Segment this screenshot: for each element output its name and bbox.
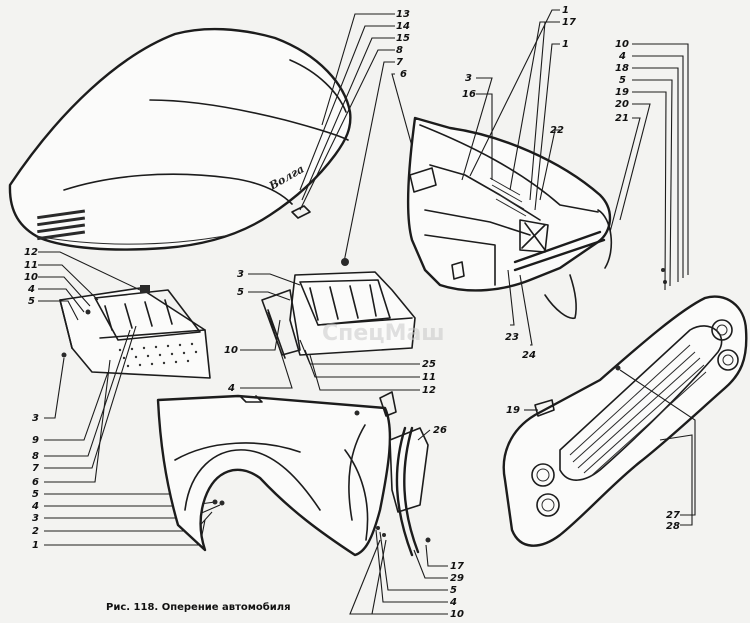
callout-10: 10 (24, 272, 38, 283)
callout-21: 21 (615, 113, 629, 124)
callout-7b: 7 (32, 463, 39, 474)
callout-18: 18 (615, 63, 629, 74)
callout-8: 8 (396, 45, 403, 56)
callout-17e: 17 (562, 17, 576, 28)
fender-brace (348, 424, 431, 557)
dimple-grid (118, 342, 198, 368)
center-panel-callouts: 3 5 10 4 25 11 12 (224, 269, 436, 396)
fender-callouts: 26 17 29 5 4 10 (349, 425, 464, 620)
callout-3e: 3 (465, 73, 472, 84)
callout-16: 16 (462, 89, 476, 100)
callout-19: 19 (615, 87, 629, 98)
callout-5: 5 (28, 296, 35, 307)
callout-13: 13 (396, 9, 410, 20)
callout-12c: 12 (422, 385, 436, 396)
headlamp-left (531, 463, 560, 517)
callout-3b: 3 (32, 513, 39, 524)
front-fender (156, 391, 397, 557)
grille-slots (569, 344, 707, 478)
callout-14: 14 (396, 21, 410, 32)
callout-4r: 4 (618, 51, 626, 62)
callout-25: 25 (422, 359, 436, 370)
callout-23: 23 (505, 332, 519, 343)
callout-6: 6 (400, 69, 407, 80)
callout-1e: 1 (562, 5, 569, 16)
callout-5b: 5 (32, 489, 39, 500)
callout-4b: 4 (31, 501, 39, 512)
callout-27: 27 (666, 510, 680, 521)
callout-22: 22 (550, 125, 564, 136)
left-mud-panel (59, 285, 211, 379)
callout-17: 17 (450, 561, 464, 572)
callout-4d: 4 (449, 597, 457, 608)
louvre-vents (489, 177, 527, 217)
watermark: СпецМаш (322, 321, 445, 346)
callout-11: 11 (24, 260, 38, 271)
callout-7: 7 (396, 57, 403, 68)
callout-4: 4 (27, 284, 35, 295)
callout-3c: 3 (237, 269, 244, 280)
callout-15: 15 (396, 33, 410, 44)
callout-10c: 10 (224, 345, 238, 356)
callout-5r: 5 (619, 75, 626, 86)
callout-3: 3 (32, 413, 39, 424)
callout-20: 20 (615, 99, 629, 110)
left-panel-callouts: 12 11 10 4 5 3 9 8 7 6 5 4 3 2 1 (24, 247, 233, 551)
callout-5d: 5 (450, 585, 457, 596)
callout-10d: 10 (450, 609, 464, 620)
callout-4c: 4 (227, 383, 235, 394)
callout-10r: 10 (615, 39, 629, 50)
callout-28: 28 (666, 521, 680, 532)
center-mud-panel (261, 258, 416, 359)
callout-2: 2 (32, 526, 39, 537)
callout-11c: 11 (422, 372, 436, 383)
callout-9: 9 (32, 435, 39, 446)
callout-12: 12 (24, 247, 38, 258)
callout-6b: 6 (32, 477, 39, 488)
callout-5c: 5 (237, 287, 244, 298)
headlamp-right (711, 319, 739, 371)
figure-caption: Рис. 118. Оперение автомобиля (106, 601, 291, 613)
hood-vent-slots (37, 209, 86, 241)
callout-29: 29 (450, 573, 464, 584)
engine-bay-callouts: 1 17 1 3 16 22 23 24 (461, 5, 576, 361)
right-side-callouts: 10 4 18 5 19 20 21 19 27 28 (506, 39, 696, 532)
callout-1: 1 (32, 540, 39, 551)
callout-26: 26 (433, 425, 447, 436)
hood: Волга (8, 27, 352, 251)
callout-19b: 19 (506, 405, 520, 416)
callout-24: 24 (522, 350, 536, 361)
grille-panel (502, 268, 748, 547)
callout-1f: 1 (562, 39, 569, 50)
callout-8b: 8 (32, 451, 39, 462)
hood-callouts: 13 14 15 8 7 6 (299, 9, 419, 263)
radiator-frame-assembly (406, 116, 613, 319)
